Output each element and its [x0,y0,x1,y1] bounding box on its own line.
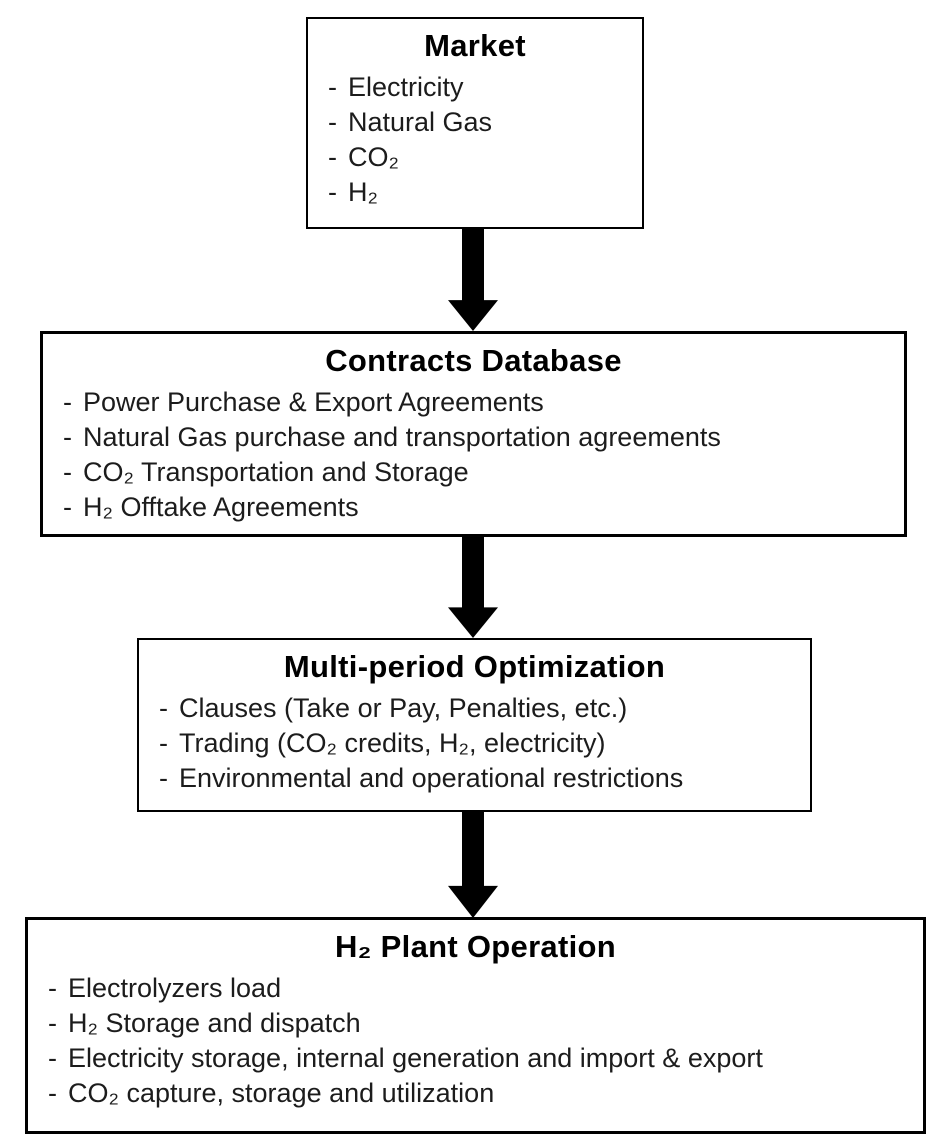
bullet-dash: - [328,72,337,102]
list-item-text: Trading (CO₂ credits, H₂, electricity) [179,728,606,758]
list-item: -CO₂ [328,140,634,175]
bullet-dash: - [63,492,72,522]
box-items-h2-plant-operation: -Electrolyzers load -H₂ Storage and disp… [28,969,923,1111]
bullet-dash: - [63,457,72,487]
bullet-dash: - [48,1043,57,1073]
flow-box-market: Market -Electricity -Natural Gas -CO₂ -H… [306,17,644,229]
list-item-text: Environmental and operational restrictio… [179,763,684,793]
list-item: -Electricity [328,70,634,105]
list-item-text: H₂ [348,177,378,207]
list-item-text: CO₂ capture, storage and utilization [68,1078,495,1108]
list-item: -Trading (CO₂ credits, H₂, electricity) [159,726,802,761]
flow-box-h2-plant-operation: H₂ Plant Operation -Electrolyzers load -… [25,917,926,1134]
list-item: -H₂ Storage and dispatch [48,1006,915,1041]
bullet-dash: - [159,693,168,723]
list-item-text: Electrolyzers load [68,973,282,1003]
list-item: -Electricity storage, internal generatio… [48,1041,915,1076]
box-title-multi-period-optimization: Multi-period Optimization [283,649,666,684]
down-arrow-icon [448,811,498,918]
bullet-dash: - [328,142,337,172]
list-item: -Natural Gas [328,105,634,140]
list-item-text: CO₂ [348,142,399,172]
bullet-dash: - [63,422,72,452]
bullet-dash: - [159,763,168,793]
list-item-text: Electricity [348,72,464,102]
box-items-contracts-database: -Power Purchase & Export Agreements -Nat… [43,383,904,525]
list-item: -Electrolyzers load [48,971,915,1006]
bullet-dash: - [328,177,337,207]
box-title-contracts-database: Contracts Database [325,343,622,378]
bullet-dash: - [159,728,168,758]
bullet-dash: - [48,1008,57,1038]
down-arrow-icon [448,228,498,331]
list-item: -H₂ Offtake Agreements [63,490,896,525]
list-item-text: CO₂ Transportation and Storage [83,457,469,487]
flow-box-multi-period-optimization: Multi-period Optimization -Clauses (Take… [137,638,812,812]
list-item: -H₂ [328,175,634,210]
bullet-dash: - [63,387,72,417]
box-title-h2-plant-operation: H₂ Plant Operation [335,929,616,964]
bullet-dash: - [48,973,57,1003]
box-items-multi-period-optimization: -Clauses (Take or Pay, Penalties, etc.) … [139,689,810,796]
list-item: -Natural Gas purchase and transportation… [63,420,896,455]
box-title-market: Market [424,28,526,63]
list-item-text: Natural Gas purchase and transportation … [83,422,721,452]
list-item: -CO₂ capture, storage and utilization [48,1076,915,1111]
list-item-text: Natural Gas [348,107,493,137]
list-item-text: H₂ Offtake Agreements [83,492,359,522]
list-item-text: H₂ Storage and dispatch [68,1008,361,1038]
list-item-text: Electricity storage, internal generation… [68,1043,763,1073]
flow-box-contracts-database: Contracts Database -Power Purchase & Exp… [40,331,907,537]
box-items-market: -Electricity -Natural Gas -CO₂ -H₂ [308,68,642,210]
list-item-text: Clauses (Take or Pay, Penalties, etc.) [179,693,628,723]
bullet-dash: - [48,1078,57,1108]
bullet-dash: - [328,107,337,137]
list-item-text: Power Purchase & Export Agreements [83,387,544,417]
list-item: -Power Purchase & Export Agreements [63,385,896,420]
list-item: -Environmental and operational restricti… [159,761,802,796]
down-arrow-icon [448,536,498,638]
list-item: -Clauses (Take or Pay, Penalties, etc.) [159,691,802,726]
list-item: -CO₂ Transportation and Storage [63,455,896,490]
